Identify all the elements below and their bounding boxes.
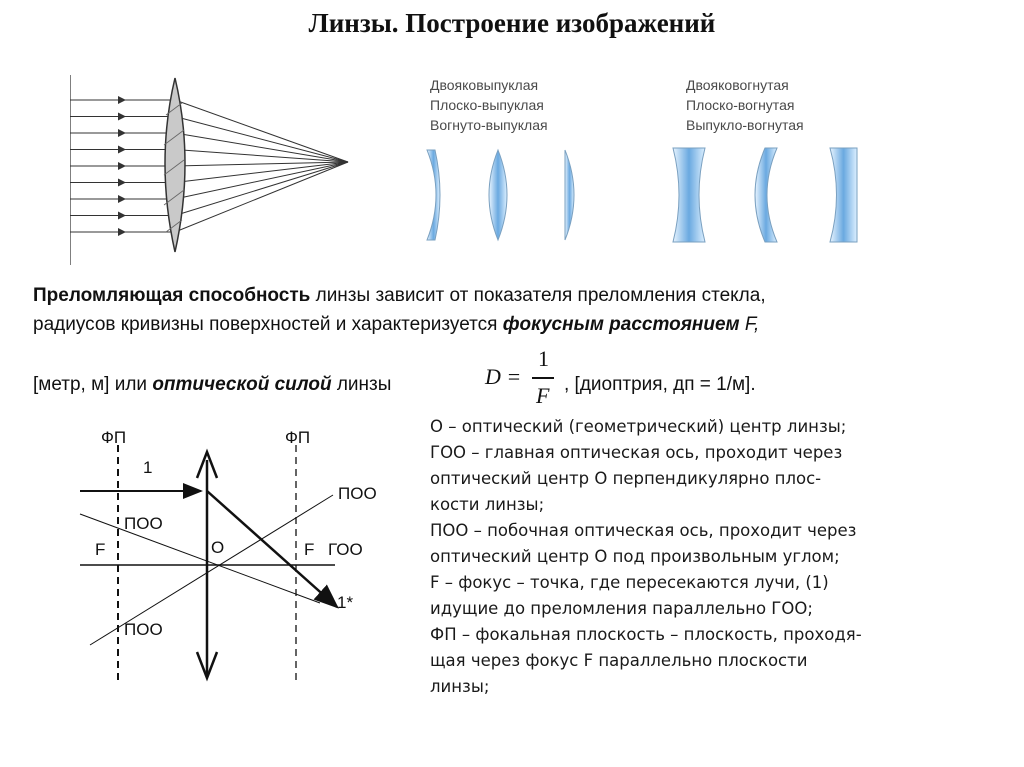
biconcave-lens-shape (672, 147, 706, 243)
paragraph-text: линзы (331, 374, 392, 395)
label-f-left: F (95, 540, 106, 559)
concave-lens-shapes (672, 147, 858, 243)
definition-line: F – фокус – точка, где пересекаются лучи… (430, 573, 829, 592)
concave-convex-lens-shape (426, 149, 441, 241)
biconvex-lens-shape (488, 148, 508, 242)
definition-line: ПОО – побочная оптическая ось, проходит … (430, 521, 857, 540)
definition-line: ГОО – главная оптическая ось, проходит ч… (430, 443, 843, 462)
plano-concave-lens-shape (829, 147, 858, 243)
label-poo-upper-right: ПОО (338, 484, 377, 503)
page-title: Линзы. Построение изображений (308, 8, 716, 38)
convex-concave-lens-shape (754, 147, 778, 243)
fraction-bar (532, 377, 554, 379)
definition-line: оптический центр О перпендикулярно плос- (430, 469, 822, 488)
convex-lens-types: Двояковыпуклая Плоско-выпуклая Вогнуто-в… (430, 75, 548, 135)
label-o: O (211, 538, 225, 557)
definition-line: щая через фокус F параллельно плоскости (430, 651, 808, 670)
refracted-ray (174, 99, 349, 163)
lens-type-label: Плоско-вогнутая (686, 97, 795, 113)
plano-convex-lens-shape (564, 149, 575, 241)
definitions-list: O – оптический (геометрический) центр ли… (430, 414, 862, 700)
converging-lens-diagram (70, 75, 349, 265)
label-ray-1: 1 (143, 458, 153, 477)
refracted-ray-1 (206, 490, 339, 609)
lens-type-label: Двояковыпуклая (430, 77, 539, 93)
refracted-ray (174, 161, 349, 167)
lens-type-label: Двояковогнутая (686, 77, 789, 93)
paragraph-text: радиусов кривизны поверхностей и характе… (33, 314, 503, 335)
refracted-ray (174, 161, 349, 216)
paragraph-text: F, (739, 314, 760, 335)
paragraph-text: линзы зависит от показателя преломления … (310, 285, 766, 306)
secondary-axis-2 (89, 494, 334, 646)
lens-type-label: Выпукло-вогнутая (686, 117, 804, 133)
definition-line: оптический центр О под произвольным угло… (430, 547, 840, 566)
italic-term: оптической силой (152, 374, 332, 395)
paragraph-line-2: радиусов кривизны поверхностей и характе… (33, 314, 759, 336)
concave-lens-types: Двояковогнутая Плоско-вогнутая Выпукло-в… (686, 75, 804, 135)
refracted-ray (174, 132, 349, 163)
definition-line: ФП – фокальная плоскость – плоскость, пр… (430, 625, 862, 644)
refracted-ray (174, 161, 349, 233)
label-fp-left: ФП (101, 428, 127, 447)
formula-lhs: D = (485, 364, 522, 389)
lens-type-label: Плоско-выпуклая (430, 97, 544, 113)
paragraph-line-3: [метр, м] или оптической силой линзы (33, 374, 391, 396)
paragraph-text: [метр, м] или (33, 374, 153, 395)
refracted-ray (174, 161, 349, 200)
definition-line: идущие до преломления параллельно ГОО; (430, 599, 813, 618)
thin-lens-ray-diagram (79, 445, 339, 685)
secondary-axis-1 (79, 513, 321, 604)
label-f-right: F (304, 540, 315, 559)
label-ray-1-star: 1* (337, 593, 354, 612)
paragraph-line-1: Преломляющая способность линзы зависит о… (33, 285, 766, 307)
convex-lens-shapes (426, 148, 575, 242)
lens-type-label: Вогнуто-выпуклая (430, 117, 548, 133)
definition-line: O – оптический (геометрический) центр ли… (430, 417, 847, 436)
paragraph-text: , [диоптрия, дп = 1/м]. (564, 374, 756, 395)
lens-arrow-bottom (195, 651, 219, 682)
definition-line: линзы; (430, 677, 490, 696)
label-goo: ГОО (328, 540, 363, 559)
label-poo-lower: ПОО (124, 620, 163, 639)
bold-term: Преломляющая способность (33, 285, 311, 306)
label-poo-upper-left: ПОО (124, 514, 163, 533)
label-fp-right: ФП (285, 428, 311, 447)
lens-arrow-top (195, 448, 219, 479)
refracted-ray (174, 149, 349, 163)
formula-denominator: F (536, 383, 550, 408)
italic-term: фокусным расстоянием (502, 314, 740, 335)
refracted-ray (174, 161, 349, 183)
formula-numerator: 1 (538, 346, 549, 371)
definition-line: кости линзы; (430, 495, 545, 514)
refracted-ray (174, 116, 349, 163)
